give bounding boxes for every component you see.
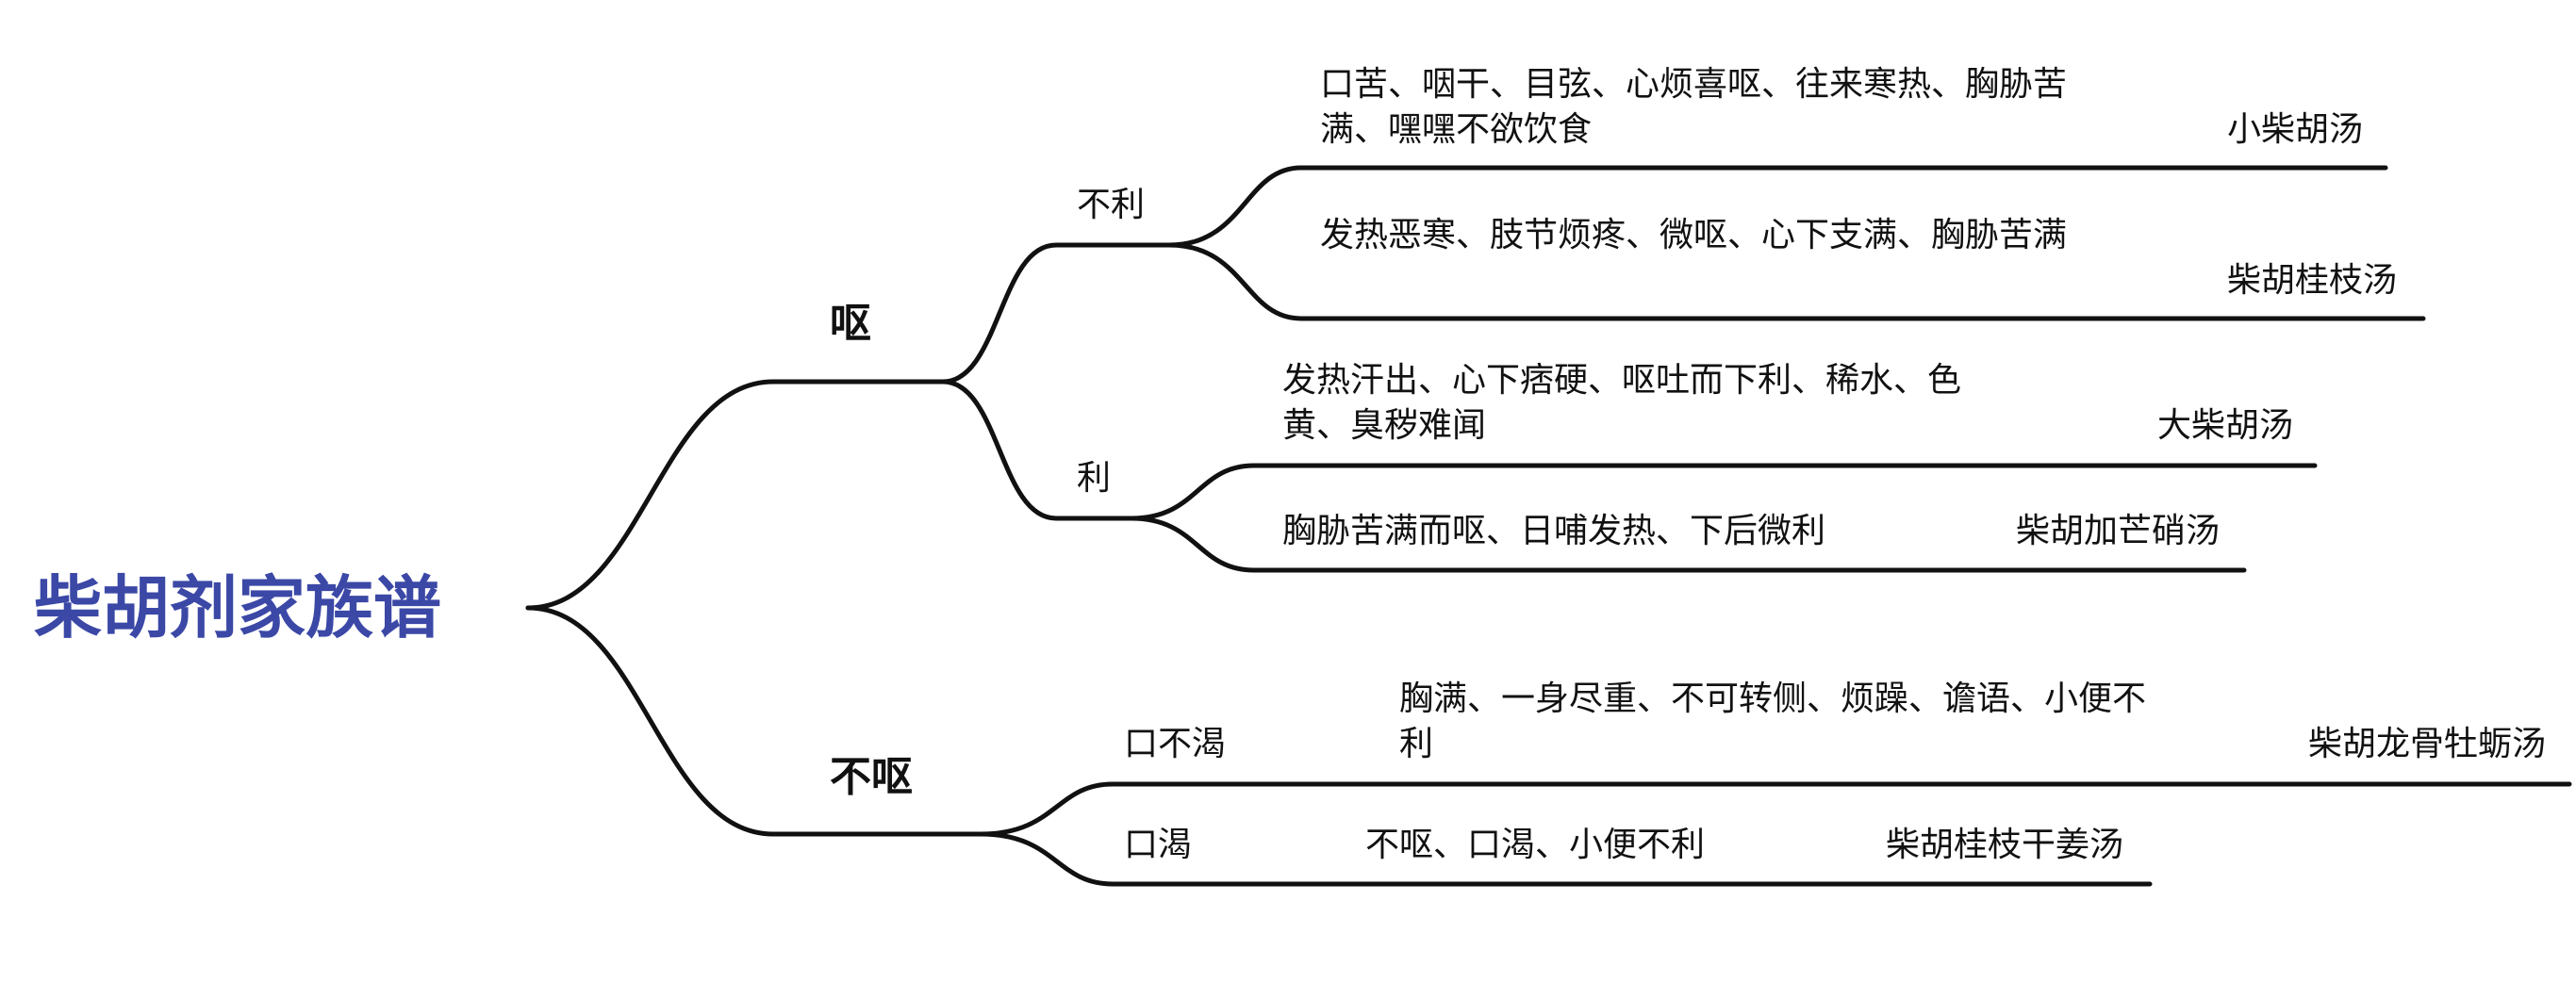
symptoms-ganjiang: 不呕、口渴、小便不利 [1365, 826, 1706, 864]
edge-buli-xiaochaihu [1166, 165, 2388, 248]
symptoms-dachaihu: 发热汗出、心下痞硬、呕吐而下利、稀水、色黄、臭秽难闻 [1282, 361, 1962, 445]
formula-xiaochaihu: 小柴胡汤 [2227, 110, 2364, 149]
formula-longgu: 柴胡龙骨牡蛎汤 [2308, 725, 2547, 763]
edge-buou-kouke [978, 831, 2153, 887]
formula-dachaihu: 大柴胡汤 [2157, 406, 2294, 445]
node-li-label: 利 [1077, 459, 1112, 498]
branch-ou-label: 呕 [830, 300, 871, 348]
edge-buli-guizhi [1166, 242, 2426, 321]
edge-ou-buli [940, 242, 1181, 385]
edge-li-mangxiao [1129, 516, 2247, 573]
formula-ganjiang: 柴胡桂枝干姜汤 [1886, 826, 2124, 864]
formula-guizhi: 柴胡桂枝汤 [2227, 261, 2398, 300]
root-title: 柴胡剂家族谱 [34, 568, 442, 647]
node-kouke-label: 口渴 [1124, 826, 1193, 864]
node-buli-label: 不利 [1077, 186, 1146, 224]
edge-buou-kebuke [978, 781, 2572, 837]
symptoms-xiaochaihu: 口苦、咽干、目弦、心烦喜呕、往来寒热、胸胁苦满、嘿嘿不欲饮食 [1320, 65, 2068, 149]
edge-root-buou [525, 605, 993, 837]
branch-buou-label: 不呕 [830, 753, 913, 801]
symptoms-longgu: 胸满、一身尽重、不可转侧、烦躁、谵语、小便不利 [1399, 680, 2147, 763]
formula-mangxiao: 柴胡加芒硝汤 [2016, 512, 2221, 550]
edge-li-dachaihu [1129, 463, 2318, 521]
symptoms-mangxiao: 胸胁苦满而呕、日哺发热、下后微利 [1282, 512, 1826, 550]
symptoms-guizhi: 发热恶寒、肢节烦疼、微呕、心下支满、胸胁苦满 [1320, 216, 2068, 254]
edge-root-ou [525, 379, 955, 611]
node-kebuke-label: 口不渴 [1124, 725, 1227, 763]
edge-ou-li [940, 379, 1144, 521]
